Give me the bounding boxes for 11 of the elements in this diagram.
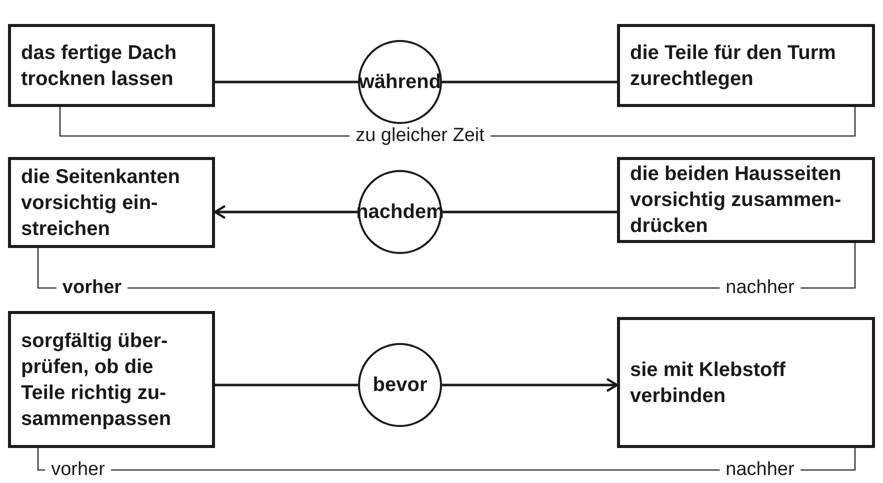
process-box: das fertige Dach trocknen lassen (8, 24, 215, 107)
process-box: die beiden Hausseiten vorsichtig zusammen- drücken (617, 157, 875, 243)
process-box: sorgfältig über- prüfen, ob die Teile richtig zu- sammenpassen (8, 311, 215, 448)
bracket-label: zu gleicher Zeit (350, 125, 490, 147)
connector-arrow (442, 378, 618, 392)
process-box: die Teile für den Turm zurechtlegen (617, 24, 875, 107)
connector-circle: während (358, 40, 442, 124)
process-box: die Seitenkanten vorsichtig ein- streichen (8, 157, 215, 248)
process-box: sie mit Klebstoff verbinden (617, 317, 875, 448)
connector-circle: bevor (358, 343, 442, 427)
connector-arrow (214, 204, 358, 220)
